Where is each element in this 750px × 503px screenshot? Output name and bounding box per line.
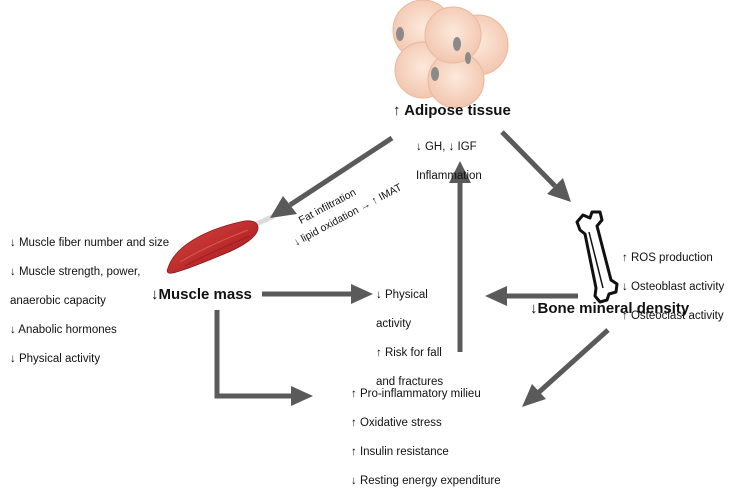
adipose-note: ↓ GH, ↓ IGF — [416, 140, 477, 153]
milieu-note: ↑ Oxidative stress — [351, 416, 442, 429]
muscle-title: ↓Muscle mass — [151, 286, 252, 303]
adipose-title: ↑ Adipose tissue — [393, 102, 511, 119]
bone-icon — [575, 210, 619, 304]
diagram-canvas: Fat infiltration ↓ lipid oxidation → ↑ I… — [166, 0, 619, 407]
adipose-cells-icon — [392, 0, 509, 109]
muscle-note: anaerobic capacity — [10, 294, 106, 307]
bone-note: ↑ Osteoclast activity — [622, 309, 724, 322]
muscle-note: ↓ Muscle strength, power, — [10, 265, 141, 278]
bone-note: ↓ Osteoblast activity — [622, 280, 725, 293]
bone-note: ↑ ROS production — [622, 251, 713, 264]
physical-notes: ↓ Physical activity ↑ Risk for fall and … — [376, 273, 443, 404]
muscle-note: ↓ Muscle fiber number and size — [10, 236, 170, 249]
bone-title: ↓Bone mineral density — [530, 300, 690, 317]
physical-note: ↓ Physical — [376, 288, 428, 301]
arrow-muscle-to-physical — [262, 284, 373, 304]
arrow-adipose-to-muscle — [270, 135, 394, 218]
milieu-notes: ↑ Pro-inflammatory milieu ↑ Oxidative st… — [351, 372, 501, 503]
arrow-muscle-to-milieu — [214, 310, 313, 406]
muscle-icon — [166, 214, 275, 274]
arrow-adipose-to-bone — [500, 130, 571, 202]
arrow-bone-to-physical — [485, 286, 578, 306]
muscle-note: ↓ Physical activity — [10, 352, 101, 365]
milieu-note: ↑ Pro-inflammatory milieu — [351, 387, 481, 400]
arrow-milieu-to-adipose — [449, 161, 471, 352]
milieu-note: ↑ Insulin resistance — [351, 445, 449, 458]
physical-note: ↑ Risk for fall — [376, 346, 442, 359]
milieu-note: ↓ Resting energy expenditure — [351, 474, 501, 487]
adipose-notes: ↓ GH, ↓ IGF Inflammation — [416, 125, 482, 198]
muscle-note: ↓ Anabolic hormones — [10, 323, 117, 336]
bone-notes: ↑ ROS production ↓ Osteoblast activity ↑… — [622, 236, 724, 338]
arrow-bone-to-milieu — [522, 328, 610, 407]
physical-note: activity — [376, 317, 412, 330]
adipose-note: Inflammation — [416, 169, 482, 182]
physical-note: and fractures — [376, 375, 444, 388]
muscle-notes: ↓ Muscle fiber number and size ↓ Muscle … — [10, 221, 169, 381]
